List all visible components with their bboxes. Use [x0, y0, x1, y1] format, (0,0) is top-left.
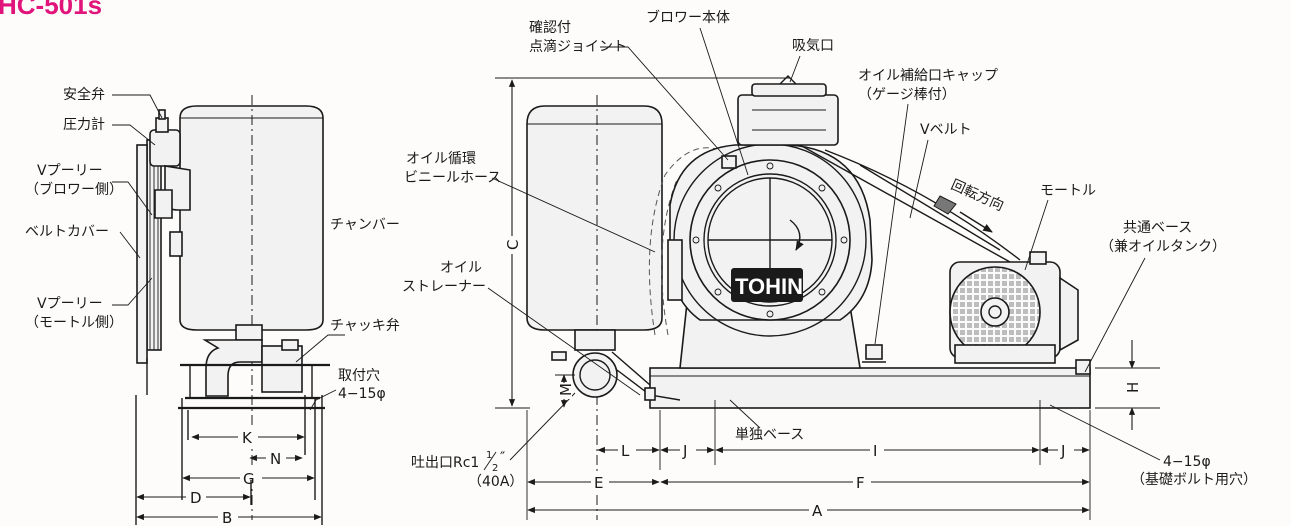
side-view: [135, 95, 330, 525]
dim-B: B: [222, 509, 232, 526]
label-oil-strainer-2: ストレーナー: [402, 279, 486, 295]
front-view-labels: 確認付 点滴ジョイント ブロワー本体 吸気口 オイル補給口キャップ （ゲージ棒付…: [402, 9, 1257, 490]
label-single-base: 単独ベース: [735, 427, 804, 443]
label-belt-cover: ベルトカバー: [25, 224, 109, 240]
label-v-pulley-motor: Vプーリー: [37, 296, 103, 312]
page-title: HC-501s: [0, 0, 102, 20]
label-outlet: 吐出口Rc1: [411, 455, 479, 471]
belt-cover-side: [136, 144, 148, 364]
dim-M: M: [557, 383, 575, 396]
label-chamber: チャンバー: [330, 217, 400, 233]
label-drip-joint-2: 点滴ジョイント: [529, 38, 627, 55]
brand-plate: [731, 268, 803, 302]
v-belt-upper: [799, 144, 1011, 263]
outlet-elbow-side: [202, 339, 263, 397]
label-pressure-gauge: 圧力計: [63, 117, 105, 133]
label-check-valve: チャッキ弁: [330, 318, 400, 334]
front-chamber-tank: [526, 105, 663, 331]
label-motor: モートル: [1040, 183, 1096, 199]
label-v-belt: Vベルト: [920, 122, 972, 138]
dim-E: E: [594, 474, 603, 492]
label-foundation-hole: 4−15φ: [1163, 454, 1211, 470]
dim-H: H: [1124, 382, 1142, 393]
pressure-gauge: [149, 129, 181, 167]
label-oil-hose-2: ビニールホース: [404, 170, 501, 186]
label-drip-joint: 確認付: [529, 20, 571, 36]
dim-C: C: [504, 240, 522, 250]
outlet-inch-mark: ″: [500, 450, 505, 466]
label-safety-valve: 安全弁: [63, 86, 105, 103]
label-oil-strainer: オイル: [440, 260, 482, 276]
dim-J: J: [682, 442, 687, 460]
label-oil-hose: オイル循環: [406, 151, 476, 167]
label-oil-cap: オイル補給口キャップ: [858, 68, 998, 84]
label-v-pulley-motor-side: （モートル側）: [25, 315, 123, 331]
label-v-pulley-blower: Vプーリー: [37, 163, 103, 179]
dim-G: G: [243, 470, 255, 488]
label-mount-hole-size: 4−15φ: [338, 386, 386, 402]
common-base: [649, 367, 1091, 409]
dim-I: I: [873, 442, 877, 460]
label-intake: 吸気口: [792, 38, 834, 54]
side-view-labels: 安全弁 圧力計 Vプーリー （ブロワー側） ベルトカバー Vプーリー （モートル…: [25, 86, 400, 411]
front-view-dimensions: C M H L J I J E: [495, 77, 1160, 520]
brand-logo: TOHIN: [735, 274, 803, 299]
label-common-base: 共通ベース: [1123, 220, 1192, 236]
label-common-base-2: （兼オイルタンク）: [1100, 239, 1226, 255]
intake-filter: [737, 94, 839, 146]
dim-L: L: [621, 442, 630, 460]
dim-A: A: [812, 502, 823, 520]
dim-D: D: [190, 489, 202, 507]
label-rotation: 回転方向: [948, 177, 1006, 214]
front-view: TOHIN: [526, 75, 1091, 520]
safety-valve: [155, 117, 169, 133]
label-v-pulley-blower-side: （ブロワー側）: [25, 181, 123, 198]
label-outlet-size: （40A）: [468, 474, 523, 490]
label-oil-cap-2: （ゲージ棒付）: [858, 87, 956, 103]
check-valve: [261, 345, 303, 393]
side-view-dimensions: K N G D B: [136, 428, 322, 526]
label-foundation-hole-2: （基礎ボルト用穴）: [1131, 471, 1257, 488]
outlet-frac-num: 1: [486, 450, 492, 461]
dim-N: N: [270, 450, 281, 468]
label-blower-body: ブロワー本体: [646, 9, 730, 26]
outlet-frac-den: 2: [492, 463, 498, 474]
label-mount-hole: 取付穴: [338, 368, 380, 384]
dim-K: K: [242, 429, 253, 447]
dim-F: F: [856, 474, 865, 492]
dim-J-right: J: [1060, 442, 1065, 460]
